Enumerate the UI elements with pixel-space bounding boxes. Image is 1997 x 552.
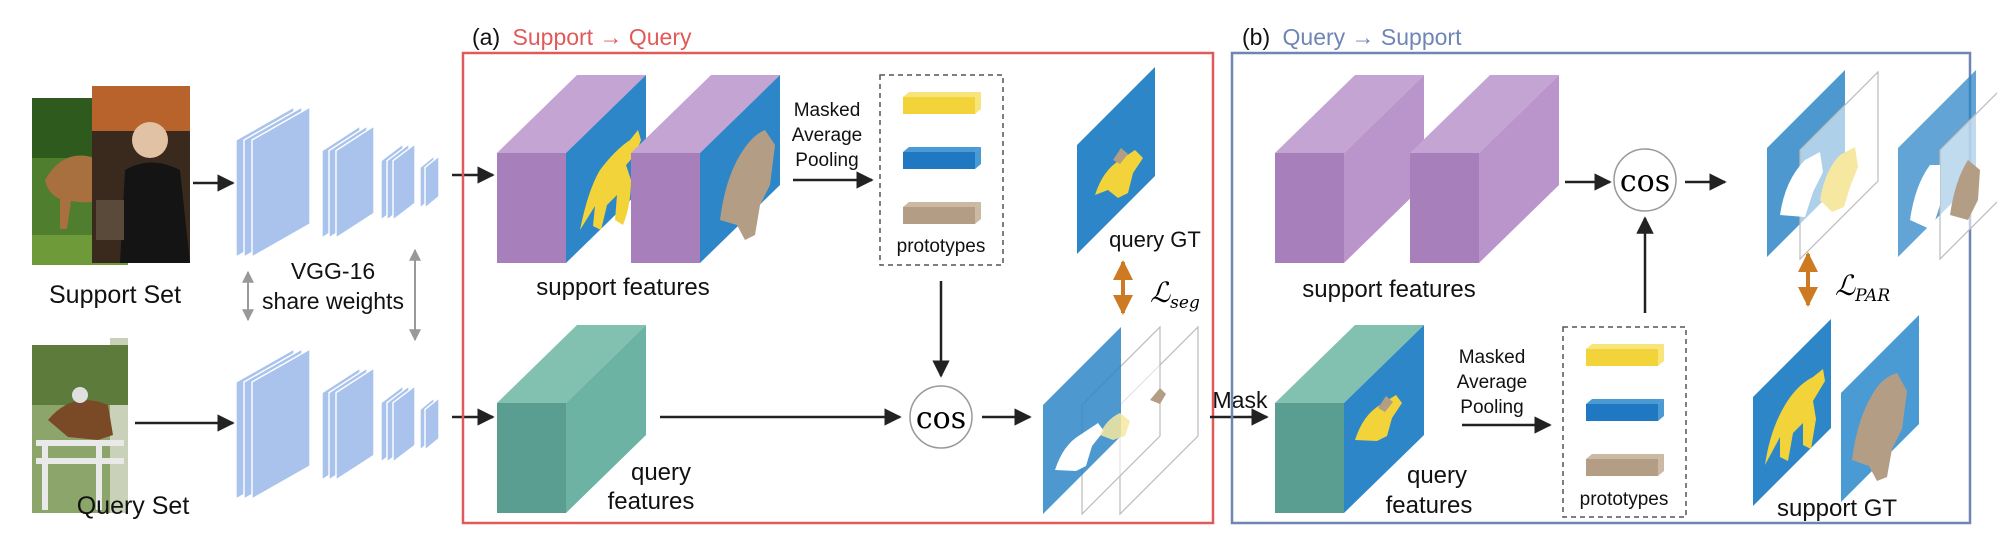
prototype-bars-b: [1586, 344, 1664, 476]
vgg-layer-3-1: [424, 154, 440, 210]
vgg-layer-2-2: [392, 142, 416, 222]
support-set-label: Support Set: [49, 281, 181, 309]
panel-a-prefix: (a): [472, 24, 500, 50]
support-image-person: [92, 86, 190, 263]
prototypes-label-b: prototypes: [1580, 489, 1669, 510]
prototype-foreground-person: [1586, 454, 1664, 476]
support-gt-label: support GT: [1777, 495, 1897, 522]
par-loss-subscript: PAR: [1854, 286, 1890, 306]
support-feature-block-b2: [1410, 75, 1559, 263]
query-prediction-stack: [1043, 325, 1199, 516]
panel-b-title-text: Query → Support: [1283, 24, 1463, 50]
par-loss-label: ℒPAR: [1835, 269, 1890, 306]
prototype-foreground-horse: [903, 92, 981, 114]
cos-node-b: [1613, 148, 1677, 212]
vgg-layer-2-2: [392, 384, 416, 464]
map-label-b-1: Masked: [1459, 347, 1526, 368]
prototype-bars-a: [903, 92, 981, 224]
query-set-label: Query Set: [77, 492, 190, 520]
prototypes-box-b: [1562, 326, 1687, 518]
support-set-images: [32, 86, 190, 265]
support-gt-horse: [1753, 319, 1831, 506]
cos-label-a: cos: [916, 401, 966, 436]
vgg-layer-1-2: [335, 366, 375, 482]
panel-b-title: (b) Query → Support: [1242, 24, 1462, 50]
share-weights-label: share weights: [262, 288, 404, 314]
support-features-label-a: support features: [536, 274, 709, 301]
map-label-a-1: Masked: [794, 100, 861, 121]
panel-a-border: [461, 51, 1215, 525]
support-prediction-horse: [1767, 70, 1879, 261]
panel-a-title-text: Support → Query: [513, 24, 692, 50]
cos-node-a: [909, 385, 973, 449]
cos-label-b: cos: [1620, 164, 1670, 199]
panel-b-border: [1230, 51, 1972, 525]
query-gt-image: [1077, 67, 1155, 254]
vgg-layer-0-2: [251, 347, 311, 501]
prototype-foreground-person: [903, 202, 981, 224]
seg-loss-label: ℒseg: [1150, 276, 1200, 313]
map-label-b-2: Average: [1457, 372, 1527, 393]
seg-loss-symbol: ℒ: [1150, 276, 1171, 309]
map-label-a-2: Average: [792, 125, 862, 146]
panel-b-prefix: (b): [1242, 24, 1270, 50]
map-label-b-3: Pooling: [1460, 397, 1523, 418]
seg-loss-subscript: seg: [1170, 293, 1200, 313]
support-features-label-b: support features: [1302, 276, 1475, 303]
support-gt-person: [1841, 315, 1919, 502]
map-label-a-3: Pooling: [795, 150, 858, 171]
query-feature-block-a: [497, 325, 646, 513]
mask-label: Mask: [1213, 387, 1268, 413]
vgg-backbone-support: [235, 105, 440, 259]
query-image-rider: [32, 338, 128, 513]
par-loss-symbol: ℒ: [1835, 269, 1856, 302]
vgg-layer-0-2: [251, 105, 311, 259]
query-features-label-a-2: features: [608, 488, 695, 515]
yellow-horse-mask-1: [580, 130, 641, 230]
vgg-layer-1-2: [335, 124, 375, 240]
prototype-foreground-horse: [1586, 344, 1664, 366]
query-feature-block-b: [1275, 325, 1424, 513]
prototype-background: [903, 147, 981, 169]
panel-a-title: (a) Support → Query: [472, 24, 692, 50]
support-feature-block-2: [631, 75, 780, 263]
support-feature-block-b1: [1275, 75, 1424, 263]
query-gt-label: query GT: [1109, 227, 1201, 252]
vgg-backbone-query: [235, 347, 440, 501]
query-features-label-a-1: query: [631, 459, 691, 486]
tan-person-mask-2: [720, 130, 775, 240]
prototypes-label-a: prototypes: [897, 236, 986, 257]
support-feature-block-1: [497, 75, 646, 263]
query-features-label-b-2: features: [1386, 492, 1473, 519]
support-prediction-person: [1898, 70, 1997, 261]
query-features-label-b-1: query: [1407, 462, 1467, 489]
prototype-background: [1586, 399, 1664, 421]
vgg-layer-3-1: [424, 396, 440, 452]
prototypes-box-a: [879, 74, 1004, 266]
vgg-label: VGG-16: [291, 258, 375, 284]
